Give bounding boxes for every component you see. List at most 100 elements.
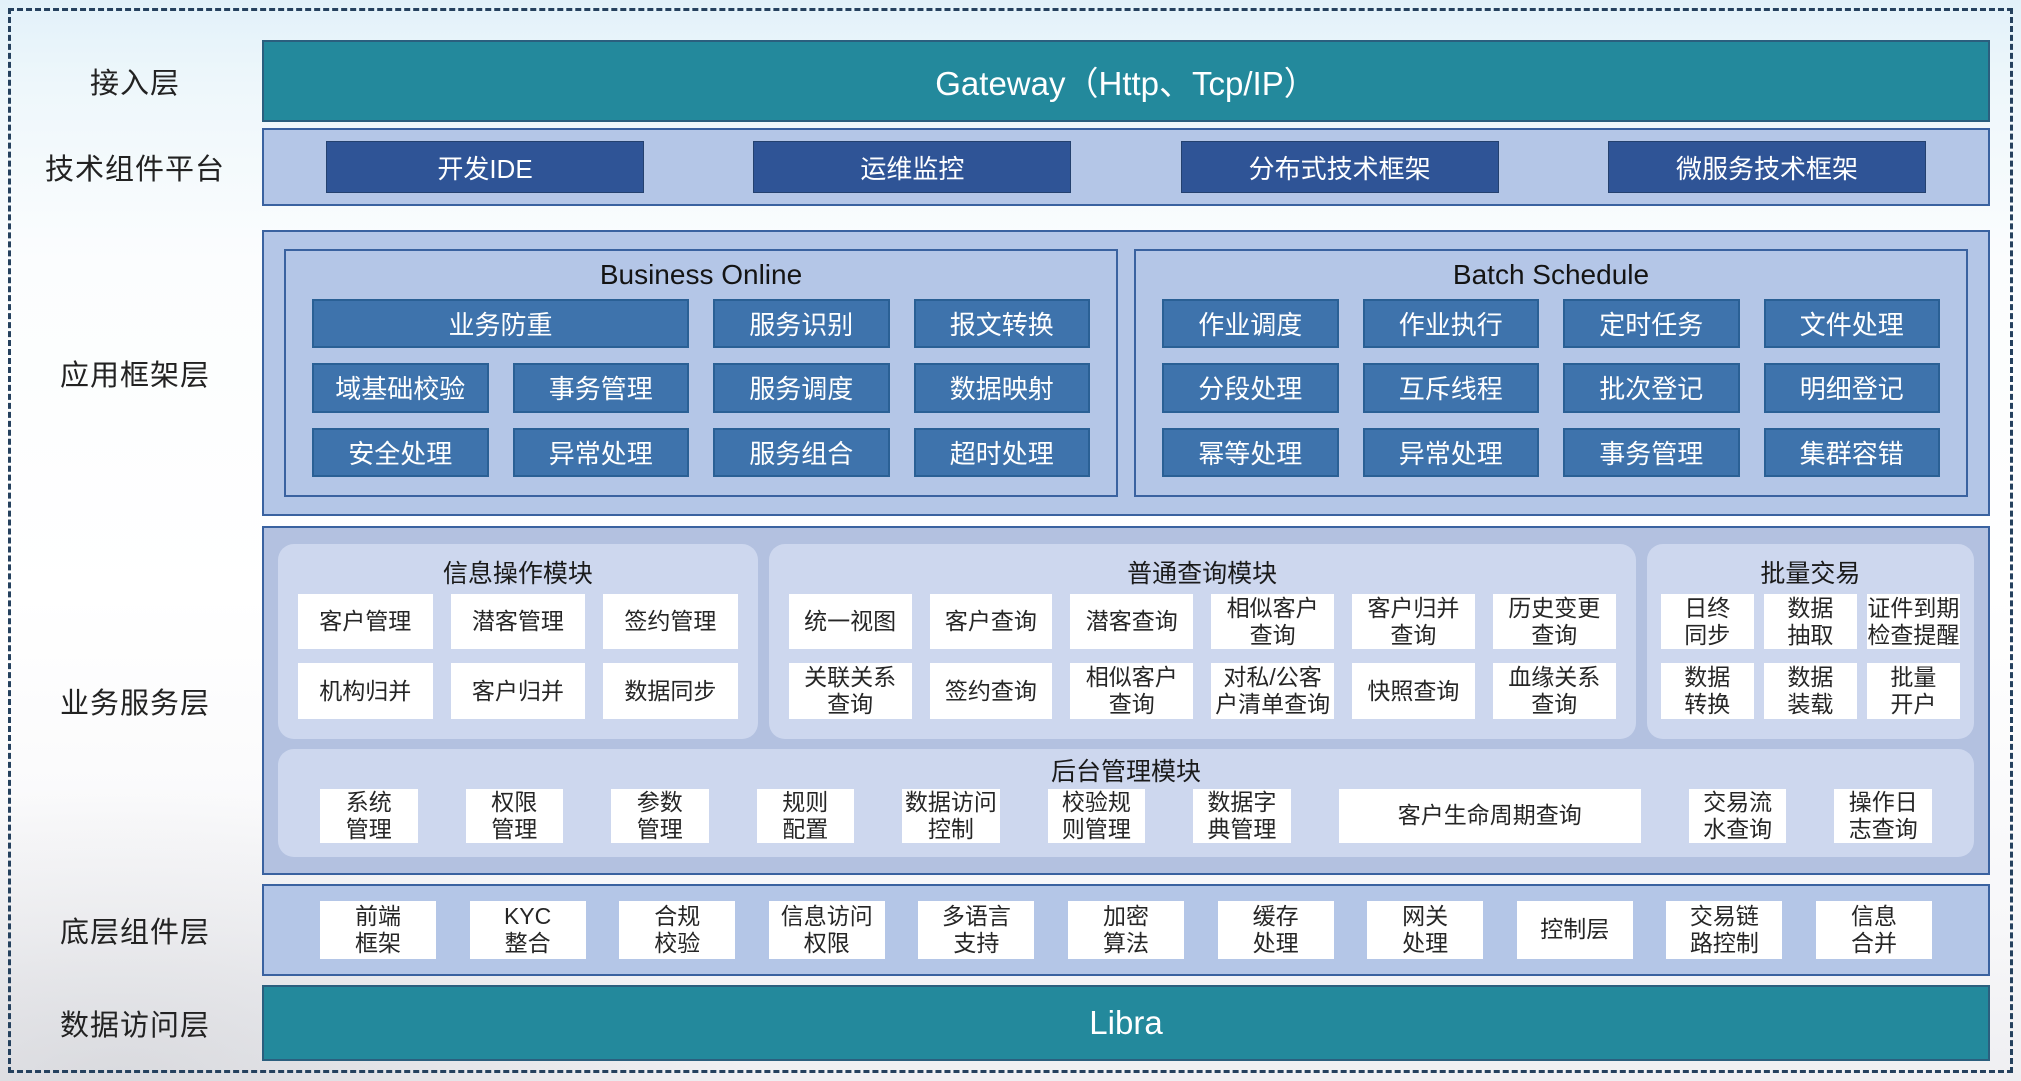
service-cell: 潜客查询 xyxy=(1070,594,1194,650)
layer-label-access: 接入层 xyxy=(89,68,180,100)
business-online-title: Business Online xyxy=(599,259,803,290)
batch-schedule-panel: Batch Schedule 作业调度 作业执行 定时任务 文件处理 分段处理 … xyxy=(1134,249,1968,497)
service-cell: 签约查询 xyxy=(929,663,1053,719)
admin-cell: 权限 管理 xyxy=(465,788,564,843)
service-cell: 数据 装载 xyxy=(1763,663,1857,719)
service-top-modules: 信息操作模块 客户管理 潜客管理 签约管理 机构归并 客户归并 数据同步 普通查… xyxy=(278,544,1974,739)
service-cell: 客户归并 查询 xyxy=(1351,594,1475,650)
fw-cell: 服务调度 xyxy=(713,363,890,413)
service-cell: 客户归并 xyxy=(450,663,586,719)
layer-label-tech: 技术组件平台 xyxy=(44,154,225,186)
tech-item-ops-monitor: 运维监控 xyxy=(753,141,1072,193)
layer-label-service: 业务服务层 xyxy=(59,687,210,720)
libra-bar: Libra xyxy=(262,985,1990,1061)
query-module-grid: 统一视图 客户查询 潜客查询 相似客户 查询 客户归并 查询 历史变更 查询 关… xyxy=(788,594,1616,719)
fw-cell: 定时任务 xyxy=(1563,299,1740,349)
batch-schedule-title: Batch Schedule xyxy=(1452,259,1650,290)
fw-cell: 批次登记 xyxy=(1563,363,1740,413)
component-cell: 合规 校验 xyxy=(619,901,736,959)
fw-cell: 事务管理 xyxy=(1563,427,1740,477)
fw-cell: 服务组合 xyxy=(713,427,890,477)
fw-cell: 超时处理 xyxy=(913,427,1090,477)
info-module-grid: 客户管理 潜客管理 签约管理 机构归并 客户归并 数据同步 xyxy=(298,594,738,719)
component-container: 前端 框架 KYC 整合 合规 校验 信息访问 权限 多语言 支持 加密 算法 … xyxy=(262,884,1990,976)
service-cell: 相似客户 查询 xyxy=(1211,594,1334,650)
fw-cell: 作业执行 xyxy=(1362,299,1539,349)
component-cell: 缓存 处理 xyxy=(1217,901,1334,959)
fw-cell: 报文转换 xyxy=(913,299,1090,349)
admin-module: 后台管理模块 系统 管理 权限 管理 参数 管理 规则 配置 数据访问 控制 校… xyxy=(278,748,1974,857)
admin-cell: 操作日 志查询 xyxy=(1834,788,1932,843)
fw-cell: 明细登记 xyxy=(1763,363,1940,413)
fw-cell: 分段处理 xyxy=(1162,363,1339,413)
query-module-title: 普通查询模块 xyxy=(1127,560,1278,588)
batch-trade-title: 批量交易 xyxy=(1760,560,1861,588)
component-cell: 网关 处理 xyxy=(1367,901,1484,959)
batch-trade-grid: 日终 同步 数据 抽取 证件到期 检查提醒 数据 转换 数据 装载 批量 开户 xyxy=(1660,594,1960,719)
admin-cell: 参数 管理 xyxy=(611,788,709,843)
component-cell: KYC 整合 xyxy=(469,901,586,959)
service-cell: 批量 开户 xyxy=(1866,663,1960,719)
fw-cell: 幂等处理 xyxy=(1162,427,1339,477)
fw-cell: 数据映射 xyxy=(913,363,1090,413)
admin-cell: 数据字 典管理 xyxy=(1193,788,1291,843)
admin-cell: 校验规 则管理 xyxy=(1047,788,1146,843)
service-cell: 数据 抽取 xyxy=(1763,594,1857,650)
service-cell: 统一视图 xyxy=(788,594,912,650)
fw-cell: 域基础校验 xyxy=(312,363,489,413)
admin-cell: 数据访问 控制 xyxy=(902,788,1000,843)
admin-cell: 规则 配置 xyxy=(756,788,855,843)
component-cell: 交易链 路控制 xyxy=(1666,901,1783,959)
business-online-panel: Business Online 业务防重 服务识别 报文转换 域基础校验 事务管… xyxy=(284,249,1118,497)
fw-cell: 服务识别 xyxy=(713,299,890,349)
fw-cell: 业务防重 xyxy=(312,299,689,349)
fw-cell: 安全处理 xyxy=(312,427,489,477)
fw-cell: 互斥线程 xyxy=(1362,363,1539,413)
fw-cell: 集群容错 xyxy=(1763,427,1940,477)
tech-platform-container: 开发IDE 运维监控 分布式技术框架 微服务技术框架 xyxy=(262,128,1990,206)
service-cell: 相似客户 查询 xyxy=(1070,663,1194,719)
layer-label-data-access: 数据访问层 xyxy=(59,1010,210,1042)
fw-cell: 异常处理 xyxy=(512,427,689,477)
tech-item-distributed-framework: 分布式技术框架 xyxy=(1180,141,1499,193)
service-cell: 客户查询 xyxy=(929,594,1053,650)
service-cell: 关联关系 查询 xyxy=(788,663,912,719)
service-cell: 客户管理 xyxy=(298,594,433,650)
admin-cell: 系统 管理 xyxy=(320,788,418,843)
admin-module-cells: 系统 管理 权限 管理 参数 管理 规则 配置 数据访问 控制 校验规 则管理 … xyxy=(298,788,1954,843)
layer-label-framework: 应用框架层 xyxy=(59,360,210,392)
admin-module-title: 后台管理模块 xyxy=(1050,757,1201,786)
fw-cell: 异常处理 xyxy=(1362,427,1539,477)
tech-item-dev-ide: 开发IDE xyxy=(326,141,644,193)
info-operation-module: 信息操作模块 客户管理 潜客管理 签约管理 机构归并 客户归并 数据同步 xyxy=(278,544,758,739)
service-cell: 签约管理 xyxy=(603,594,738,650)
service-cell: 血缘关系 查询 xyxy=(1492,663,1616,719)
service-cell: 证件到期 检查提醒 xyxy=(1866,594,1960,650)
admin-cell-lifecycle-query: 客户生命周期查询 xyxy=(1338,788,1641,843)
info-module-title: 信息操作模块 xyxy=(442,560,593,588)
fw-cell: 事务管理 xyxy=(512,363,689,413)
admin-cell: 交易流 水查询 xyxy=(1688,788,1787,843)
business-online-grid: 业务防重 服务识别 报文转换 域基础校验 事务管理 服务调度 数据映射 安全处理… xyxy=(312,299,1090,477)
service-cell: 机构归并 xyxy=(298,663,433,719)
service-container: 信息操作模块 客户管理 潜客管理 签约管理 机构归并 客户归并 数据同步 普通查… xyxy=(262,526,1990,875)
gateway-bar: Gateway（Http、Tcp/IP） xyxy=(262,40,1990,122)
fw-cell: 文件处理 xyxy=(1763,299,1940,349)
common-query-module: 普通查询模块 统一视图 客户查询 潜客查询 相似客户 查询 客户归并 查询 历史… xyxy=(768,544,1636,739)
tech-item-microservice-framework: 微服务技术框架 xyxy=(1607,141,1926,193)
service-cell: 潜客管理 xyxy=(450,594,586,650)
component-cell: 控制层 xyxy=(1516,901,1633,959)
component-cell: 信息访问 权限 xyxy=(768,901,885,959)
service-cell: 日终 同步 xyxy=(1660,594,1754,650)
component-cell: 信息 合并 xyxy=(1815,901,1932,959)
batch-trade-module: 批量交易 日终 同步 数据 抽取 证件到期 检查提醒 数据 转换 数据 装载 批… xyxy=(1646,544,1974,739)
service-cell: 对私/公客 户清单查询 xyxy=(1211,663,1334,719)
component-cell: 前端 框架 xyxy=(320,901,436,959)
fw-cell: 作业调度 xyxy=(1162,299,1339,349)
framework-container: Business Online 业务防重 服务识别 报文转换 域基础校验 事务管… xyxy=(262,230,1990,516)
service-cell: 快照查询 xyxy=(1351,663,1475,719)
component-cell: 加密 算法 xyxy=(1067,901,1184,959)
batch-schedule-grid: 作业调度 作业执行 定时任务 文件处理 分段处理 互斥线程 批次登记 明细登记 … xyxy=(1162,299,1940,477)
layer-label-component: 底层组件层 xyxy=(59,917,210,949)
